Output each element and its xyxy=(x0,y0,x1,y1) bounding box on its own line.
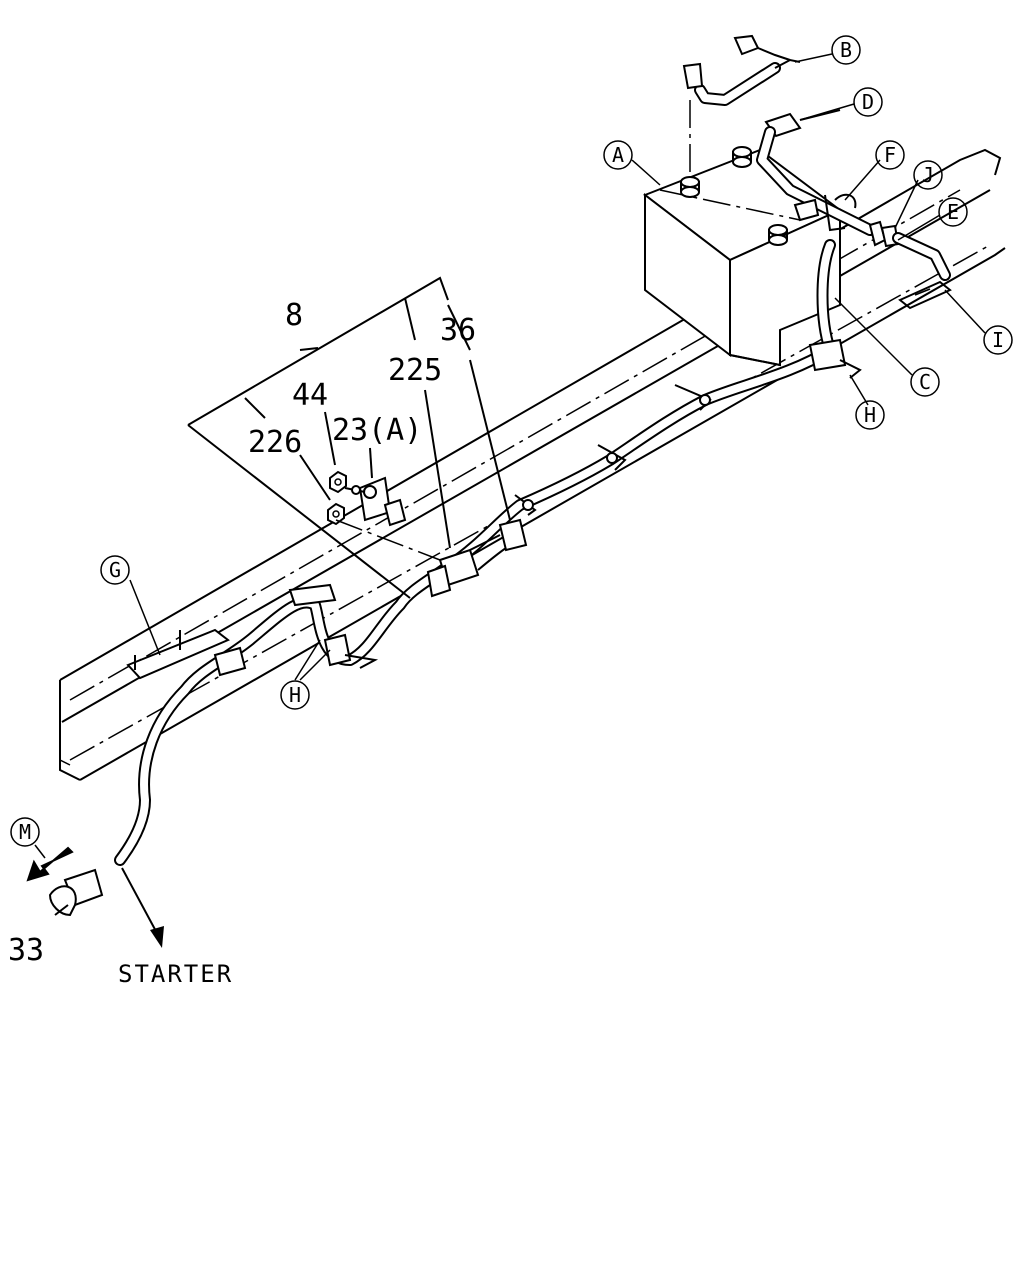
callout-g-text: G xyxy=(109,558,121,582)
callout-e-text: E xyxy=(947,200,959,224)
battery xyxy=(642,100,842,367)
label-33: 33 xyxy=(8,933,44,968)
callout-c: C xyxy=(910,367,940,397)
label-225: 225 xyxy=(388,353,442,388)
starter-arrow xyxy=(121,867,164,948)
callout-m-text: M xyxy=(19,820,31,844)
label-226: 226 xyxy=(248,425,302,460)
callout-a: A xyxy=(603,140,633,170)
boot-33 xyxy=(48,868,104,917)
callout-b: B xyxy=(831,35,861,65)
assembly-axis xyxy=(335,519,441,561)
view-arrow-m xyxy=(26,846,74,882)
ground-cable-b xyxy=(682,34,801,106)
clip-h-right xyxy=(808,338,862,379)
label-23a: 23(A) xyxy=(332,413,422,448)
callout-d: D xyxy=(853,87,883,117)
grommet-j-e xyxy=(868,220,951,281)
main-starter-cable xyxy=(114,239,836,866)
callout-b-text: B xyxy=(840,38,852,62)
callout-h-left-text: H xyxy=(289,683,301,707)
callout-c-text: C xyxy=(919,370,931,394)
callout-i: I xyxy=(983,325,1013,355)
label-36: 36 xyxy=(440,313,476,348)
label-44: 44 xyxy=(292,378,328,413)
callout-m: M xyxy=(10,817,40,847)
callout-e: E xyxy=(938,197,968,227)
callout-f-text: F xyxy=(884,143,896,167)
clip-f xyxy=(793,193,857,232)
callout-a-text: A xyxy=(612,143,624,167)
washer-226 xyxy=(327,502,345,526)
label-starter: STARTER xyxy=(118,960,233,988)
bracket-g xyxy=(126,628,247,680)
kit-8-leaders xyxy=(54,276,511,916)
callout-h-left: H xyxy=(280,680,310,710)
callout-d-text: D xyxy=(862,90,874,114)
callout-g: G xyxy=(100,555,130,585)
clip-h-left xyxy=(288,583,379,669)
callout-leaders xyxy=(34,53,986,859)
bracket-23a xyxy=(344,476,407,527)
battery-terminal-negative xyxy=(680,176,700,198)
callout-h-right-text: H xyxy=(864,403,876,427)
battery-terminal-positive xyxy=(768,224,788,246)
callout-f: F xyxy=(875,140,905,170)
callout-j: J xyxy=(913,160,943,190)
clip-row-center xyxy=(514,384,712,516)
nut-44 xyxy=(329,470,347,494)
callout-i-text: I xyxy=(992,328,1004,352)
fuse-block xyxy=(426,518,528,598)
cable-i xyxy=(898,280,952,310)
positive-cable-d xyxy=(756,109,876,236)
battery-terminal-top xyxy=(732,146,752,168)
label-8: 8 xyxy=(285,298,303,333)
callout-j-text: J xyxy=(922,163,934,187)
frame-rail xyxy=(59,148,1006,781)
callout-h-right: H xyxy=(855,400,885,430)
